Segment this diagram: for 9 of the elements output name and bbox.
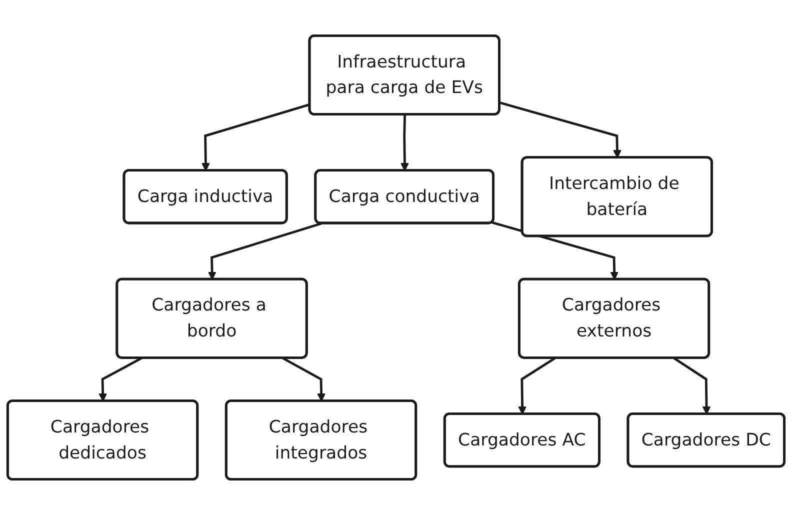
arrow (673, 357, 711, 415)
arrow (400, 114, 409, 172)
arrow (201, 103, 310, 172)
arrow (499, 101, 622, 158)
arrow (282, 357, 326, 402)
arrow (98, 357, 142, 402)
arrow (518, 357, 556, 415)
arrow (208, 222, 322, 280)
arrow (492, 221, 619, 280)
